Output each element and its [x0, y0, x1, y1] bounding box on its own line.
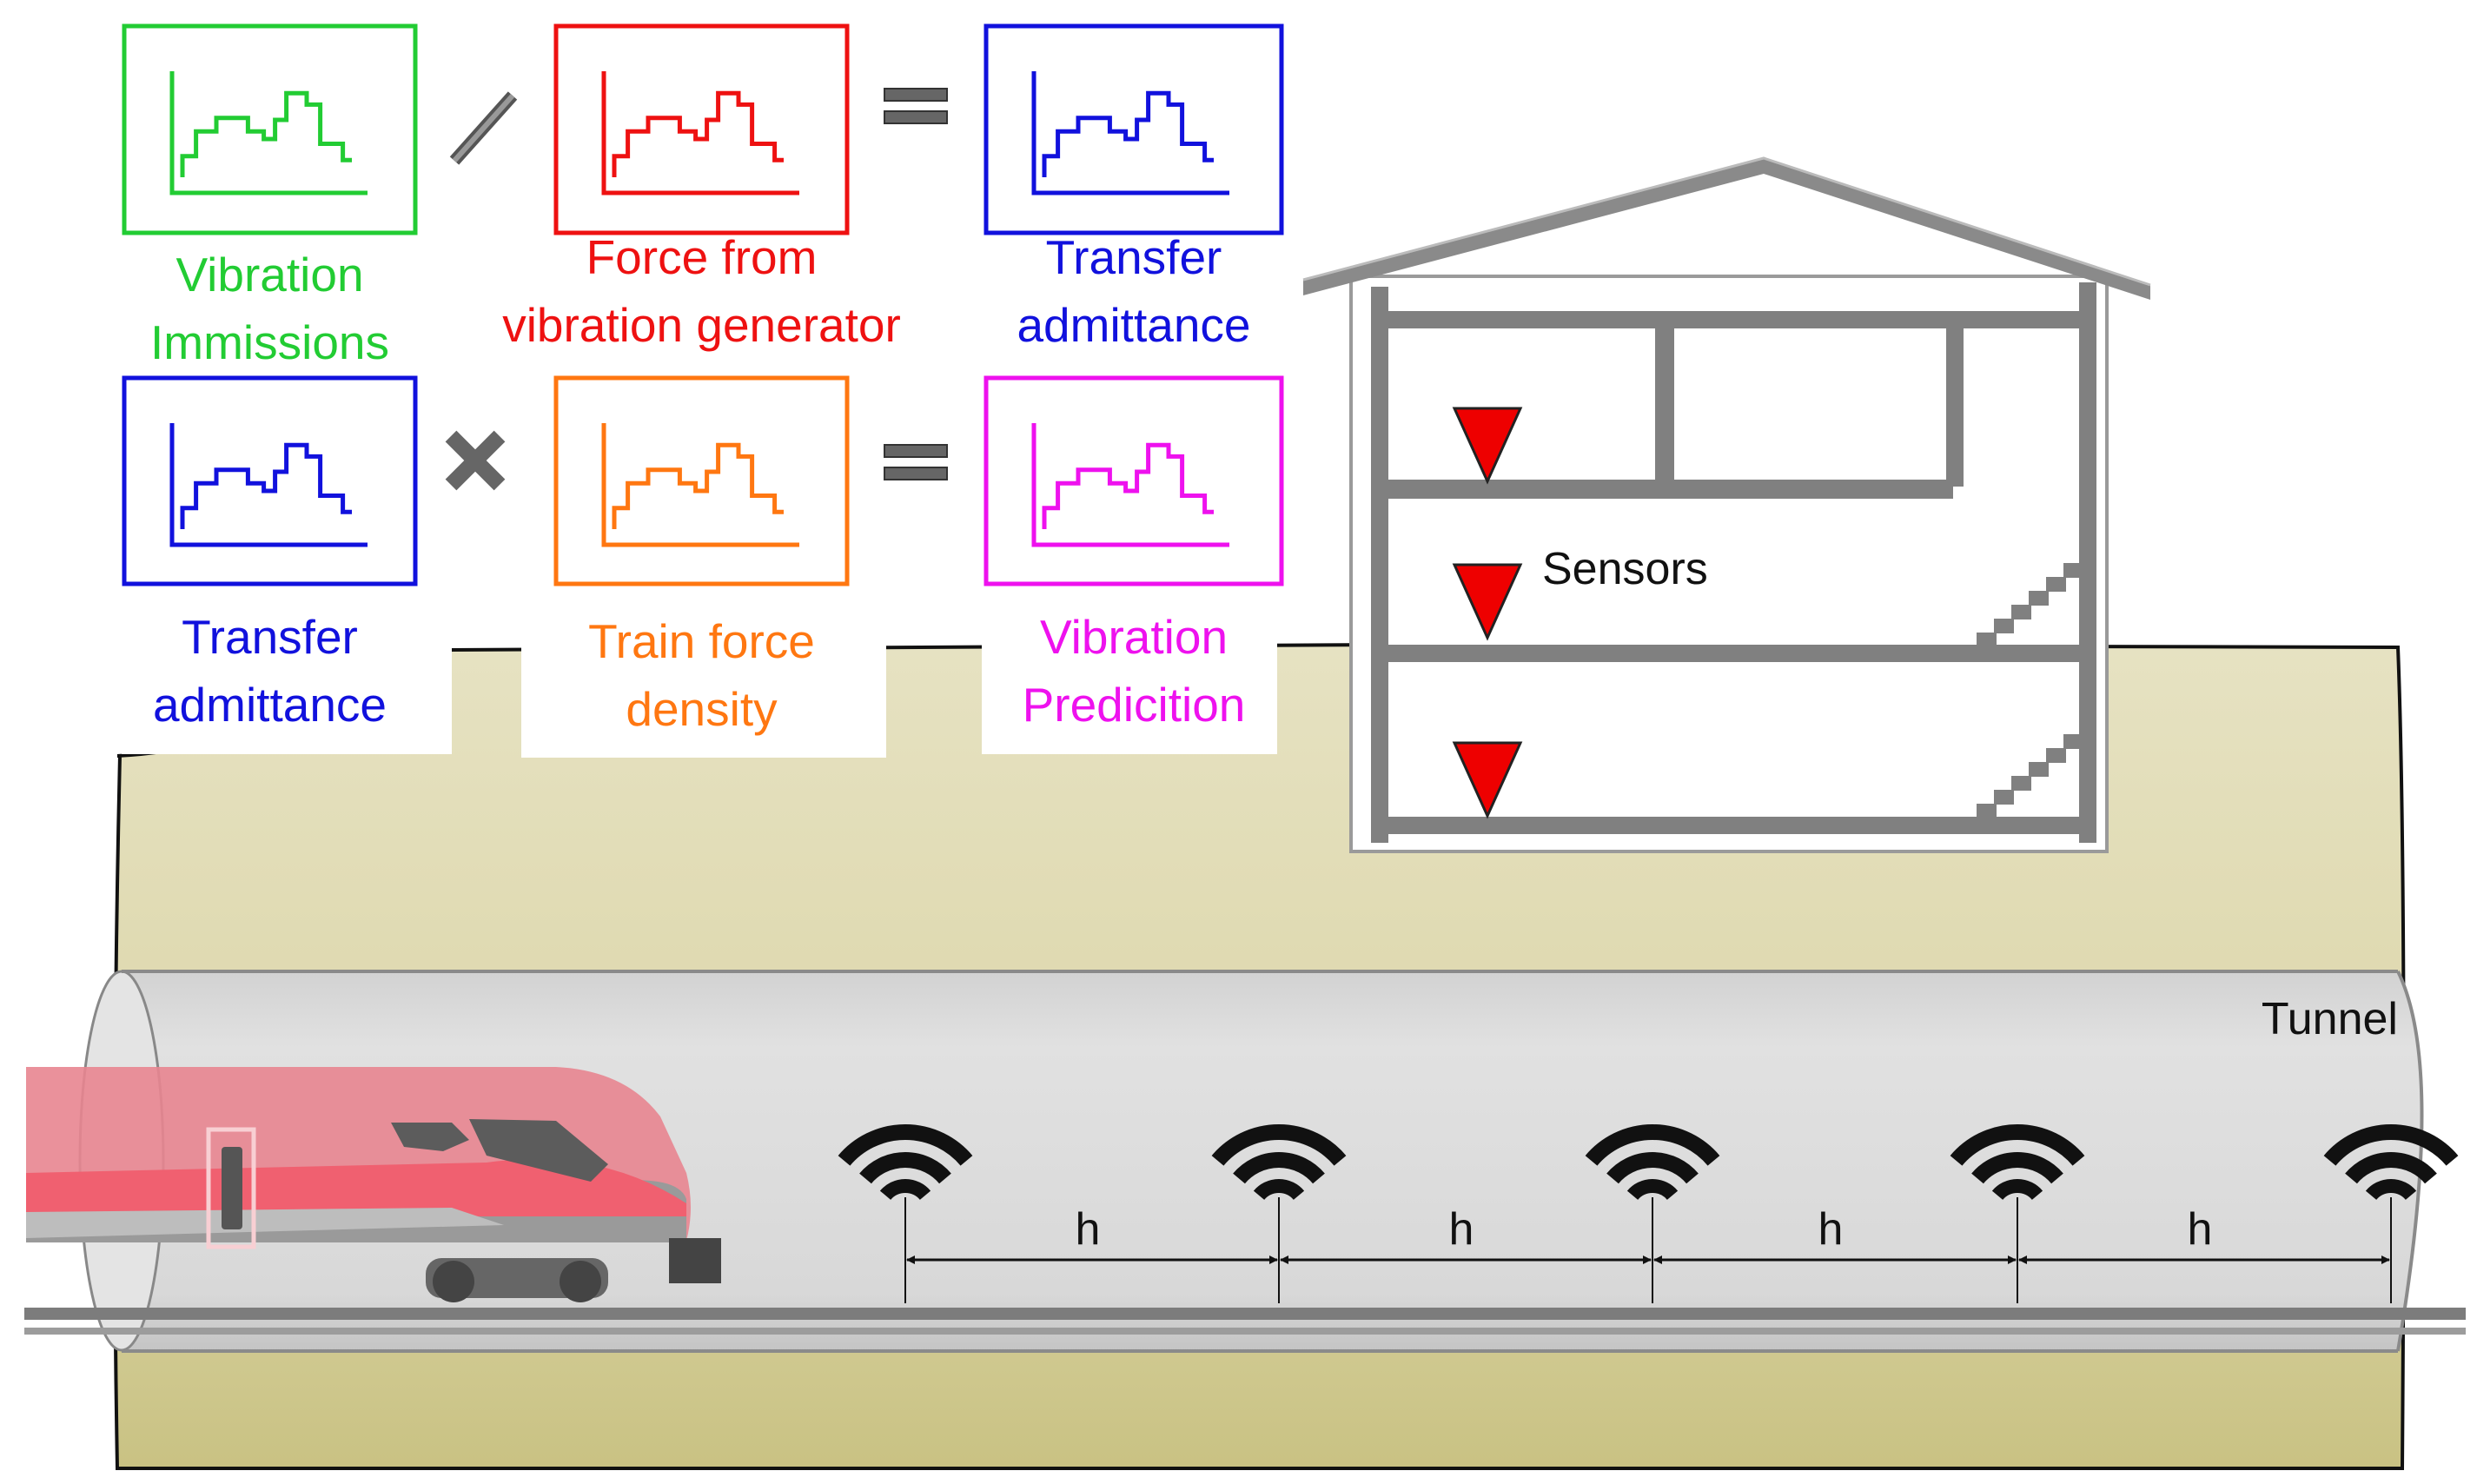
- row1-graph-box-3: [984, 23, 1284, 235]
- row2-graph-box-2: [553, 375, 850, 586]
- rail-track: [24, 1308, 2466, 1335]
- row2-graph-box-3: [984, 375, 1284, 586]
- row2-graph-box-1: [122, 375, 418, 586]
- sensors-label: Sensors: [1542, 544, 1708, 594]
- tunnel-label: Tunnel: [2262, 994, 2398, 1044]
- row1-equals-icon: [884, 88, 948, 124]
- spacing-label: h: [2188, 1204, 2213, 1255]
- spacing-dimension-3: h: [1653, 1204, 2017, 1264]
- spacing-label: h: [1076, 1204, 1101, 1255]
- wireless-sensor-1-icon: [838, 1124, 973, 1303]
- wireless-sensor-5-icon: [2323, 1124, 2459, 1303]
- divide-operator-icon: [449, 91, 518, 165]
- wireless-sensor-4-icon: [1950, 1124, 2085, 1303]
- house-sensor-1-icon: [1452, 407, 1523, 485]
- house-sensor-2-icon: [1452, 563, 1523, 641]
- tunnel-sensor-array: [838, 1124, 2459, 1303]
- house: [1302, 156, 2151, 853]
- spacing-dimension-1: h: [906, 1204, 1278, 1264]
- spacing-dimension-4: h: [2018, 1204, 2390, 1264]
- train: [26, 1067, 721, 1302]
- wireless-sensor-2-icon: [1211, 1124, 1347, 1303]
- wireless-sensor-3-icon: [1585, 1124, 1720, 1303]
- spacing-dimension-2: h: [1280, 1204, 1652, 1264]
- row1-graph-box-2: [553, 23, 850, 235]
- house-sensor-array: [1452, 407, 1523, 819]
- multiply-operator-icon: [445, 430, 506, 491]
- spacing-label: h: [1818, 1204, 1844, 1255]
- house-sensor-3-icon: [1452, 741, 1523, 819]
- row1-graph-box-1: [122, 23, 418, 235]
- spacing-label: h: [1449, 1204, 1474, 1255]
- label-backgrounds: [122, 608, 1277, 758]
- row2-equals-icon: [884, 444, 948, 480]
